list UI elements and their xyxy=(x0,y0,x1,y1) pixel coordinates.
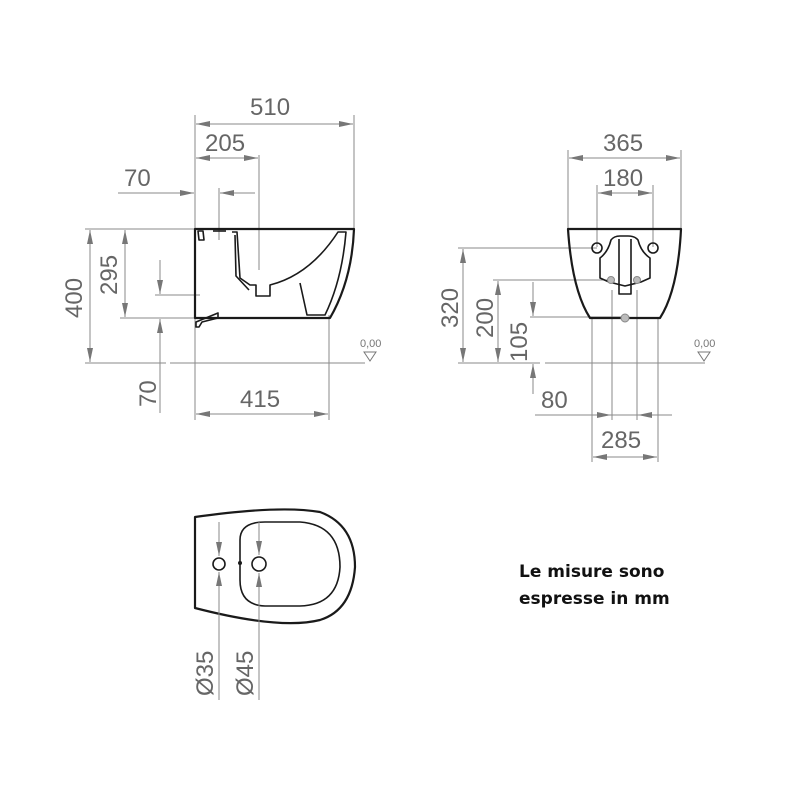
dim-drain-height: 105 xyxy=(506,322,533,362)
note-line-1: Le misure sono xyxy=(519,562,665,582)
dim-wall-offset: 70 xyxy=(124,165,151,192)
dim-bottom-depth: 415 xyxy=(240,386,280,413)
front-view: 365 180 320 200 105 80 285 0,00 xyxy=(437,130,715,462)
side-view: 510 205 70 400 295 70 415 0,00 xyxy=(61,94,381,420)
top-view: Ø35 Ø45 xyxy=(192,508,357,700)
level-triangle-icon xyxy=(363,351,377,362)
dim-fixing-height: 200 xyxy=(472,298,499,338)
dim-supply-height: 80 xyxy=(541,387,568,414)
dim-hole-small: Ø35 xyxy=(192,651,219,696)
dim-bowl-height: 295 xyxy=(96,255,123,295)
level-label-side: 0,00 xyxy=(360,338,381,350)
note-line-2: espresse in mm xyxy=(519,589,670,609)
level-label-front: 0,00 xyxy=(694,338,715,350)
dim-front-height: 320 xyxy=(437,288,464,328)
bidet-front-outline xyxy=(566,227,683,323)
dim-total-depth: 510 xyxy=(250,94,290,121)
dim-inlet-offset: 205 xyxy=(205,130,245,157)
dim-height: 400 xyxy=(61,278,88,318)
dim-hole-large: Ø45 xyxy=(232,651,259,696)
dim-lower-offset: 70 xyxy=(135,380,162,407)
units-note: Le misure sono espresse in mm xyxy=(519,559,670,613)
bidet-side-outline xyxy=(193,227,356,328)
dim-bottom-width: 285 xyxy=(601,427,641,454)
level-triangle-icon xyxy=(697,351,711,362)
dim-fixing-spacing: 180 xyxy=(603,165,643,192)
dim-width: 365 xyxy=(603,130,643,157)
